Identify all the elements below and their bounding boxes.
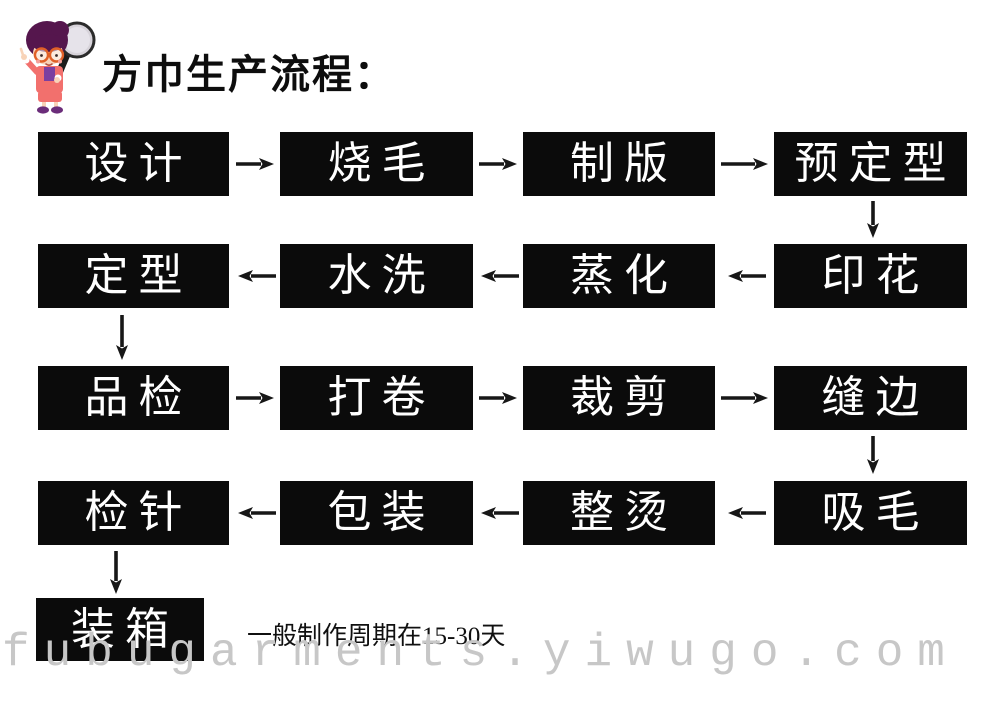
flow-box-needle-check: 检针: [38, 481, 229, 545]
flow-box-washing: 水洗: [280, 244, 473, 308]
flow-box-presetting: 预定型: [774, 132, 967, 196]
flow-box-rolling: 打卷: [280, 366, 473, 430]
flow-box-singeing: 烧毛: [280, 132, 473, 196]
flow-box-lint-suction: 吸毛: [774, 481, 967, 545]
flow-box-packing: 包装: [280, 481, 473, 545]
flow-box-design: 设计: [38, 132, 229, 196]
flow-box-steaming: 蒸化: [523, 244, 715, 308]
flow-box-ironing: 整烫: [523, 481, 715, 545]
production-cycle-note: 一般制作周期在15-30天: [247, 623, 506, 650]
flow-box-setting: 定型: [38, 244, 229, 308]
watermark-text: fubugarments.yiwugo.com: [2, 627, 959, 679]
flow-box-inspection: 品检: [38, 366, 229, 430]
boy-figure: [19, 21, 69, 114]
flow-box-printing: 印花: [774, 244, 967, 308]
boy-with-magnifying-glass-illustration: [19, 21, 96, 114]
page-title: 方巾生产流程：: [102, 53, 396, 97]
flow-box-platemaking: 制版: [523, 132, 715, 196]
flow-box-hemming: 缝边: [774, 366, 967, 430]
flow-box-boxing: 装箱: [36, 598, 204, 661]
flow-box-cutting: 裁剪: [523, 366, 715, 430]
